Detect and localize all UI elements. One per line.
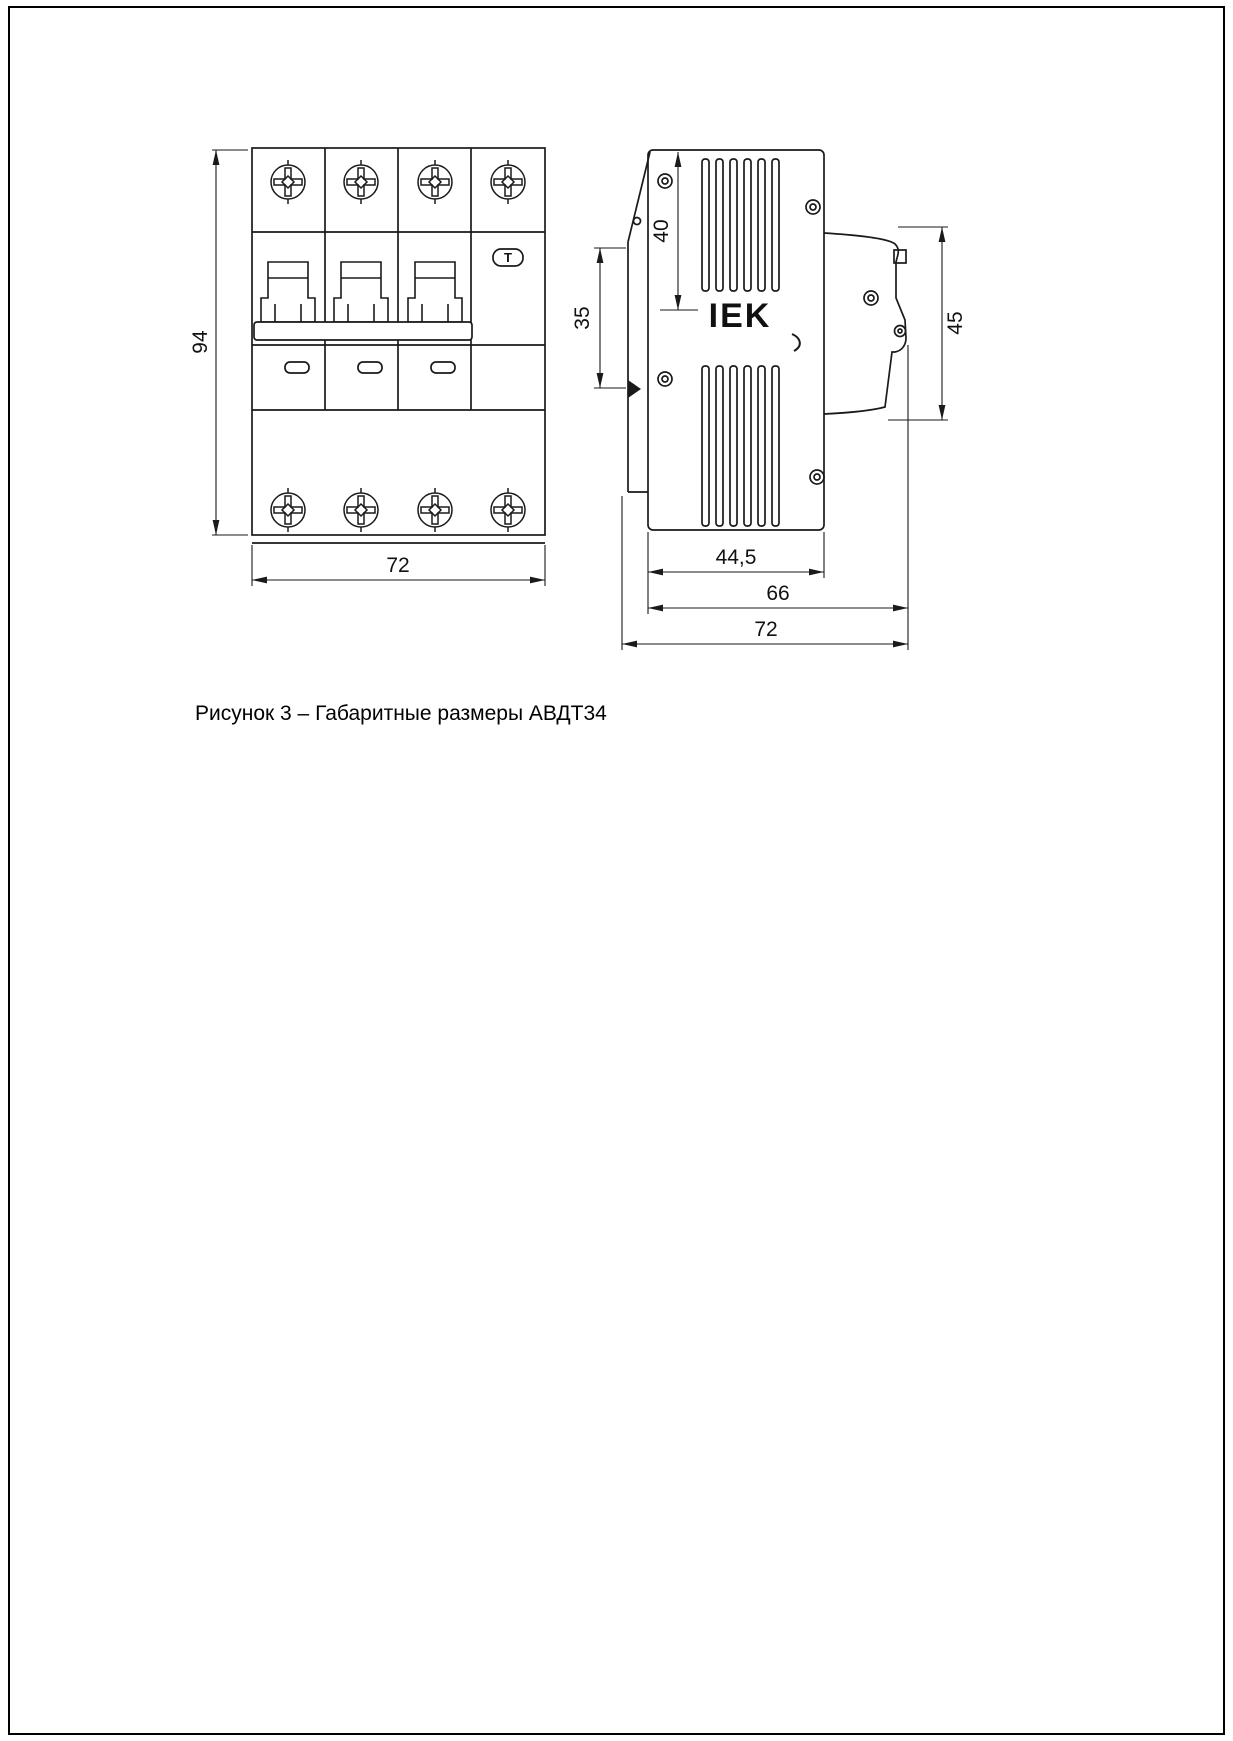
- terminal-screw-icon: [490, 159, 526, 205]
- terminal-screw-icon: [270, 487, 306, 533]
- breaker-toggle-icon: [407, 261, 463, 323]
- terminal-screw-icon: [270, 159, 306, 205]
- dim-45-label: 45: [944, 311, 967, 334]
- ventilation-slots-top: [701, 158, 780, 292]
- breaker-toggle-icon: [333, 261, 389, 323]
- toggle-tie-bar: [253, 321, 473, 341]
- indicator-windows: [284, 361, 456, 374]
- figure-caption: Рисунок 3 – Габаритные размеры АВДТ34: [195, 702, 607, 725]
- terminal-screw-icon: [417, 159, 453, 205]
- terminal-screw-icon: [417, 487, 453, 533]
- dimension-lines: 94 72 40 35 45 44,5: [189, 149, 967, 650]
- test-button-label: Т: [504, 250, 512, 265]
- dim-40-label: 40: [650, 219, 673, 242]
- dim-66-label: 66: [766, 582, 789, 605]
- side-body-outline: [647, 149, 825, 531]
- test-button: Т: [492, 248, 524, 267]
- din-clip-marker: [628, 380, 641, 398]
- side-view: IEK: [627, 149, 907, 531]
- dim-35-label: 35: [571, 306, 594, 329]
- ventilation-slots-bottom: [701, 365, 780, 527]
- terminal-screw-icon: [490, 487, 526, 533]
- front-view: Т: [251, 147, 546, 544]
- terminal-screw-icon: [343, 487, 379, 533]
- dim-94-label: 94: [189, 330, 212, 354]
- din-rail-latch: [823, 232, 907, 415]
- breaker-toggle-icon: [260, 261, 316, 323]
- dim-72-front-label: 72: [386, 554, 409, 577]
- dim-44-5-label: 44,5: [716, 546, 757, 569]
- terminal-screw-icon: [343, 159, 379, 205]
- brand-logo: IEK: [709, 297, 772, 335]
- rivet-icons: [657, 173, 879, 485]
- front-panel-profile: [627, 151, 651, 493]
- molded-detail: [791, 333, 801, 352]
- dim-72-side-label: 72: [754, 618, 777, 641]
